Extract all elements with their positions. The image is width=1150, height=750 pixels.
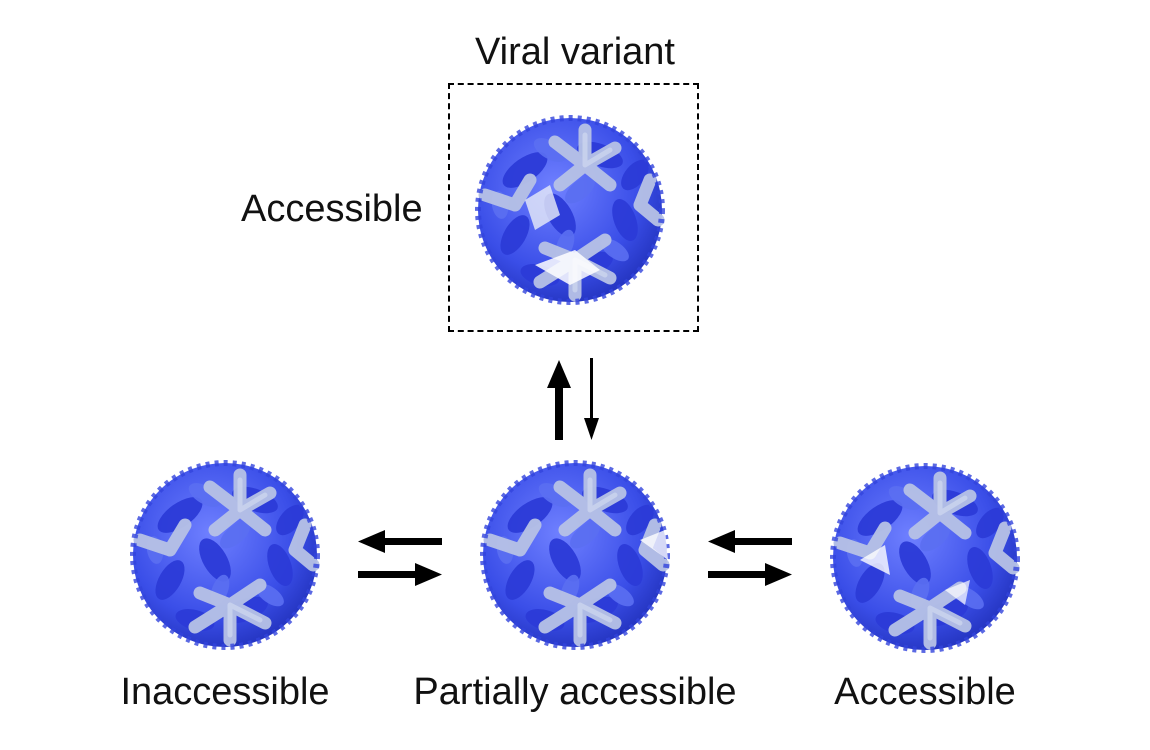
arrow-down-icon: [584, 358, 599, 440]
arrow-left-icon: [358, 530, 442, 553]
arrow-right-icon: [358, 563, 442, 586]
variant-state-label: Accessible: [241, 188, 423, 230]
variant-title: Viral variant: [475, 31, 675, 73]
virus-capsid-icon: [833, 466, 1017, 650]
virus-capsid-icon: [478, 118, 662, 302]
virus-capsid-icon: [133, 463, 317, 647]
variant-frame: [448, 83, 699, 332]
arrow-up-icon: [547, 360, 571, 440]
state-label-partial: Partially accessible: [413, 671, 737, 713]
arrow-right-icon: [708, 563, 792, 586]
arrow-left-icon: [708, 530, 792, 553]
state-label-inaccessible: Inaccessible: [120, 671, 330, 713]
virus-capsid-icon: [483, 463, 668, 647]
state-label-accessible: Accessible: [834, 671, 1016, 713]
